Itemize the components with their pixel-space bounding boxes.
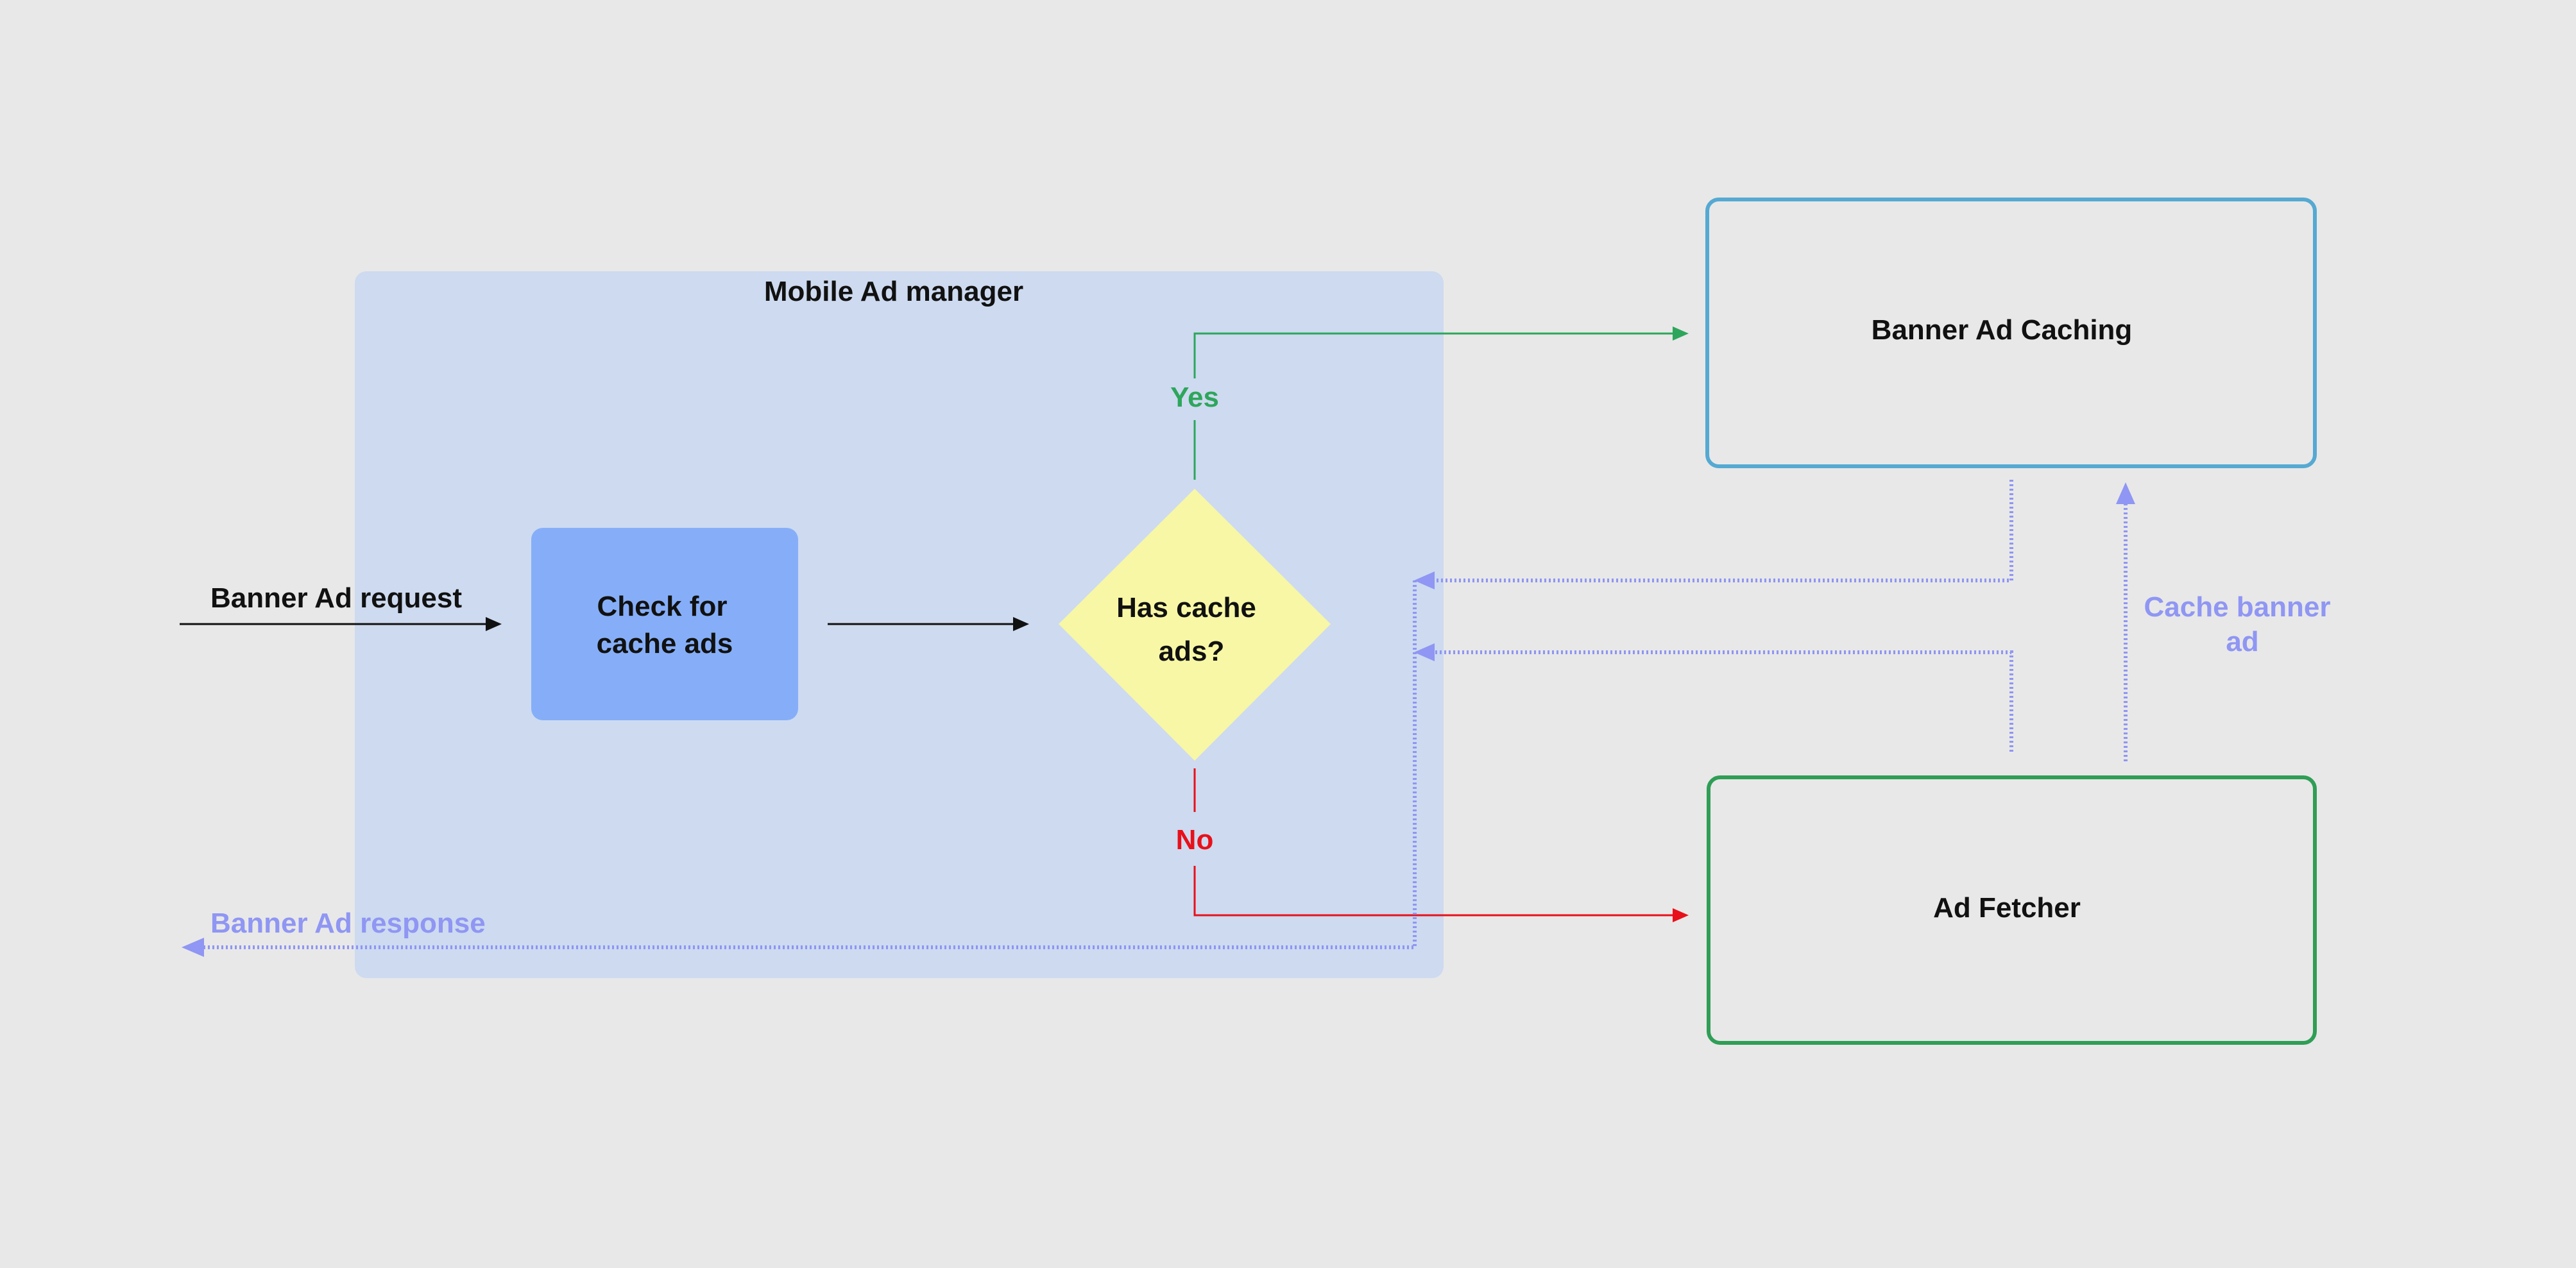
response-label: Banner Ad response — [210, 908, 486, 939]
caching-return-arrow-head — [1414, 571, 1435, 589]
caching-return-path — [1429, 480, 2013, 582]
check-cache-label-line1: Check for — [597, 591, 728, 622]
has-cache-decision — [1059, 489, 1331, 761]
cache-banner-arrow-head — [2116, 482, 2135, 504]
cache-banner-label-line2: ad — [2226, 626, 2258, 657]
fetcher-return-path — [1429, 650, 2013, 752]
yes-line-upper — [1193, 332, 1673, 378]
no-label: No — [1176, 824, 1214, 856]
banner-ad-caching-box — [1705, 198, 2317, 468]
check-cache-box — [531, 528, 798, 720]
ad-fetcher-box — [1707, 775, 2317, 1045]
yes-arrow-head — [1673, 326, 1689, 341]
fetcher-box-label: Ad Fetcher — [1933, 892, 2081, 924]
no-arrow-head — [1673, 908, 1689, 922]
request-arrow-head — [486, 617, 502, 631]
yes-label: Yes — [1170, 382, 1219, 413]
cache-banner-label-line1: Cache banner — [2144, 591, 2331, 623]
no-line-lower — [1193, 866, 1673, 917]
check-cache-label-line2: cache ads — [597, 628, 733, 659]
check-to-decision-arrow-head — [1013, 617, 1029, 631]
fetcher-return-arrow-head — [1414, 643, 1435, 661]
caching-box-label: Banner Ad Caching — [1872, 314, 2133, 346]
decision-label-line1: Has cache — [1116, 592, 1256, 623]
container-label: Mobile Ad manager — [764, 276, 1023, 307]
request-label: Banner Ad request — [210, 582, 462, 614]
decision-label-line2: ads? — [1159, 636, 1225, 667]
response-path — [200, 580, 1417, 949]
response-arrow-head — [182, 938, 204, 957]
